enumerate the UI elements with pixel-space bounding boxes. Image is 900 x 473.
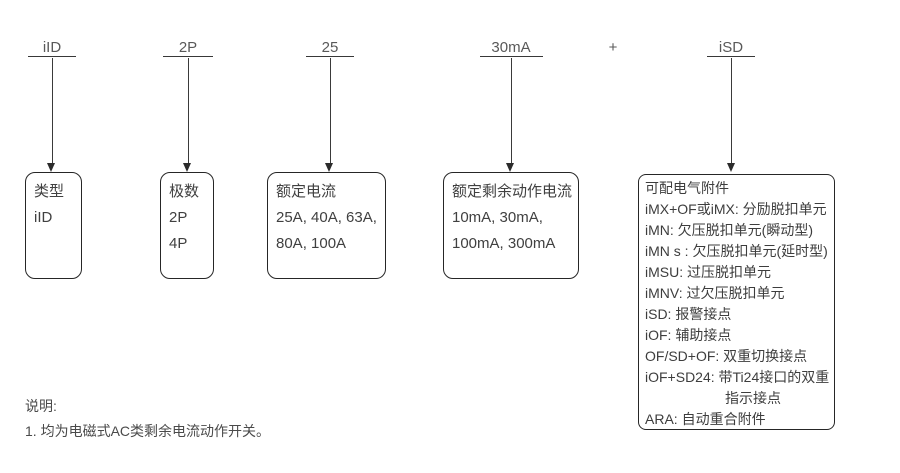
accessory-item: iOF: 辅助接点 <box>645 327 732 343</box>
down-arrow-icon <box>506 163 514 172</box>
type-box: 类型 iID <box>25 172 82 279</box>
down-arrow-line <box>51 58 53 164</box>
accessory-item: iSD: 报警接点 <box>645 306 732 322</box>
box-value: iID <box>34 209 53 226</box>
code-segment-accessory: iSD <box>718 39 744 56</box>
plus-sign: + <box>608 39 618 56</box>
down-arrow-icon <box>726 163 735 172</box>
note: 说明: 1. 均为电磁式AC类剩余电流动作开关。 <box>25 394 270 444</box>
down-arrow-icon <box>183 163 191 172</box>
accessory-item: iMSU: 过压脱扣单元 <box>645 264 771 280</box>
accessory-item: ARA: 自动重合附件 <box>645 411 766 427</box>
accessory-item: iMNV: 过欠压脱扣单元 <box>645 285 785 301</box>
accessory-item: OF/SD+OF: 双重切换接点 <box>645 348 808 364</box>
box-value: 80A, 100A <box>276 235 347 252</box>
segment-underline <box>163 56 213 57</box>
box-title: 极数 <box>169 183 200 200</box>
accessory-item-continuation: 指示接点 <box>725 390 781 406</box>
code-segment-type: iID <box>42 39 62 56</box>
box-value: 2P <box>169 209 188 226</box>
down-arrow-line <box>329 58 331 164</box>
down-arrow-line <box>731 58 733 164</box>
accessories-title: 可配电气附件 <box>645 180 729 196</box>
code-segment-residual-current: 30mA <box>491 39 531 56</box>
code-segment-poles: 2P <box>178 39 198 56</box>
box-title: 额定电流 <box>276 183 337 200</box>
accessory-item: iMN: 欠压脱扣单元(瞬动型) <box>645 222 813 238</box>
segment-underline <box>28 56 76 57</box>
box-title: 额定剩余动作电流 <box>452 183 573 200</box>
accessory-item: iMN s : 欠压脱扣单元(延时型) <box>645 243 828 259</box>
box-value: 4P <box>169 235 188 252</box>
down-arrow-line <box>510 58 512 164</box>
box-value: 25A, 40A, 63A, <box>276 209 377 226</box>
accessory-item: iMX+OF或iMX: 分励脱扣单元 <box>645 201 827 217</box>
box-value: 10mA, 30mA, <box>452 209 543 226</box>
accessory-item: iOF+SD24: 带Ti24接口的双重 <box>645 369 830 385</box>
note-line: 1. 均为电磁式AC类剩余电流动作开关。 <box>25 423 271 439</box>
box-value: 100mA, 300mA <box>452 235 556 252</box>
down-arrow-line <box>187 58 189 164</box>
down-arrow-icon <box>47 163 55 172</box>
down-arrow-icon <box>325 163 333 172</box>
residual-current-box: 额定剩余动作电流 10mA, 30mA, 100mA, 300mA <box>443 172 579 279</box>
poles-box: 极数 2P 4P <box>160 172 214 279</box>
accessories-box: 可配电气附件 iMX+OF或iMX: 分励脱扣单元 iMN: 欠压脱扣单元(瞬动… <box>638 174 835 430</box>
segment-underline <box>480 56 543 57</box>
segment-underline <box>707 56 755 57</box>
rated-current-box: 额定电流 25A, 40A, 63A, 80A, 100A <box>267 172 386 279</box>
box-title: 类型 <box>34 183 65 200</box>
code-segment-rated-current: 25 <box>321 39 339 56</box>
note-heading: 说明: <box>25 398 57 414</box>
segment-underline <box>306 56 354 57</box>
